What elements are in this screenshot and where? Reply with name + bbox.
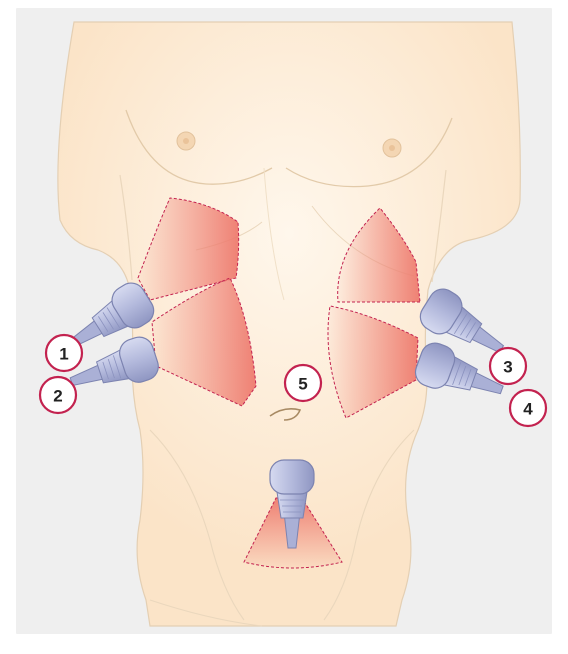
callout-5: 5 [285,365,321,401]
callout-3: 3 [490,348,526,384]
callout-label: 3 [503,358,512,377]
callout-label: 2 [53,387,62,406]
left-nipple [177,132,195,150]
right-nipple [383,139,401,157]
callout-2: 2 [40,377,76,413]
callout-label: 4 [523,400,533,419]
callout-label: 1 [59,345,68,364]
callout-4: 4 [510,390,546,426]
callout-1: 1 [46,335,82,371]
callout-label: 5 [298,375,307,394]
